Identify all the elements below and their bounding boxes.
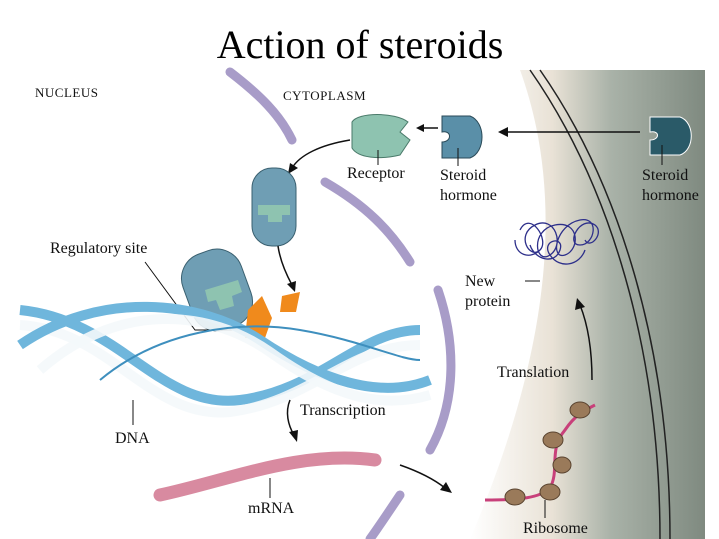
regulatory-site-label: Regulatory site <box>50 240 147 257</box>
mrna-label: mRNA <box>248 500 295 517</box>
cell-membrane-line-inner <box>539 69 671 539</box>
mrna-strand <box>153 451 382 502</box>
arrow-transcription <box>286 399 295 436</box>
arrow-complex-to-dna <box>277 245 293 286</box>
ribosome-icons <box>504 401 591 506</box>
transcription-label: Transcription <box>300 402 386 419</box>
arrowhead <box>416 124 424 132</box>
steroid-hormone-inner-label-2: hormone <box>440 187 497 204</box>
receptor-icon <box>351 114 411 159</box>
steroid-hormone-outer-label-1: Steroid <box>642 167 688 184</box>
new-protein-label-2: protein <box>465 293 510 310</box>
arrowhead <box>288 163 298 174</box>
cytoplasm-label: CYTOPLASM <box>283 88 366 103</box>
page-title: Action of steroids <box>217 22 504 67</box>
new-protein-icon <box>514 219 599 265</box>
arrowhead <box>440 482 452 493</box>
cell-membrane-line-outer <box>529 69 661 539</box>
arrowhead <box>575 298 585 310</box>
hormone-receptor-complex-icon <box>251 167 297 247</box>
dna-double-helix <box>17 301 432 418</box>
arrowhead <box>289 430 298 442</box>
receptor-label: Receptor <box>347 165 405 182</box>
translation-label: Translation <box>497 364 569 381</box>
arrow-mrna-to-cytoplasm <box>399 464 446 489</box>
steroid-hormone-outer-icon <box>649 116 692 156</box>
nuclear-membrane <box>225 67 456 539</box>
cell-membrane-region <box>470 70 705 539</box>
dna-label: DNA <box>115 430 150 447</box>
new-protein-label-1: New <box>465 273 496 290</box>
arrow-complex-to-nucleus <box>291 139 351 169</box>
steroid-hormone-inner-label-1: Steroid <box>440 167 486 184</box>
arrowhead <box>498 127 508 137</box>
nucleus-label: NUCLEUS <box>35 85 98 100</box>
ribosome-label: Ribosome <box>523 520 588 537</box>
steroid-hormone-outer-label-2: hormone <box>642 187 699 204</box>
steroid-hormone-inner-icon <box>441 115 483 159</box>
arrow-translation <box>579 304 593 381</box>
regulatory-site-icon-2 <box>280 292 300 312</box>
arrowhead <box>287 281 296 292</box>
